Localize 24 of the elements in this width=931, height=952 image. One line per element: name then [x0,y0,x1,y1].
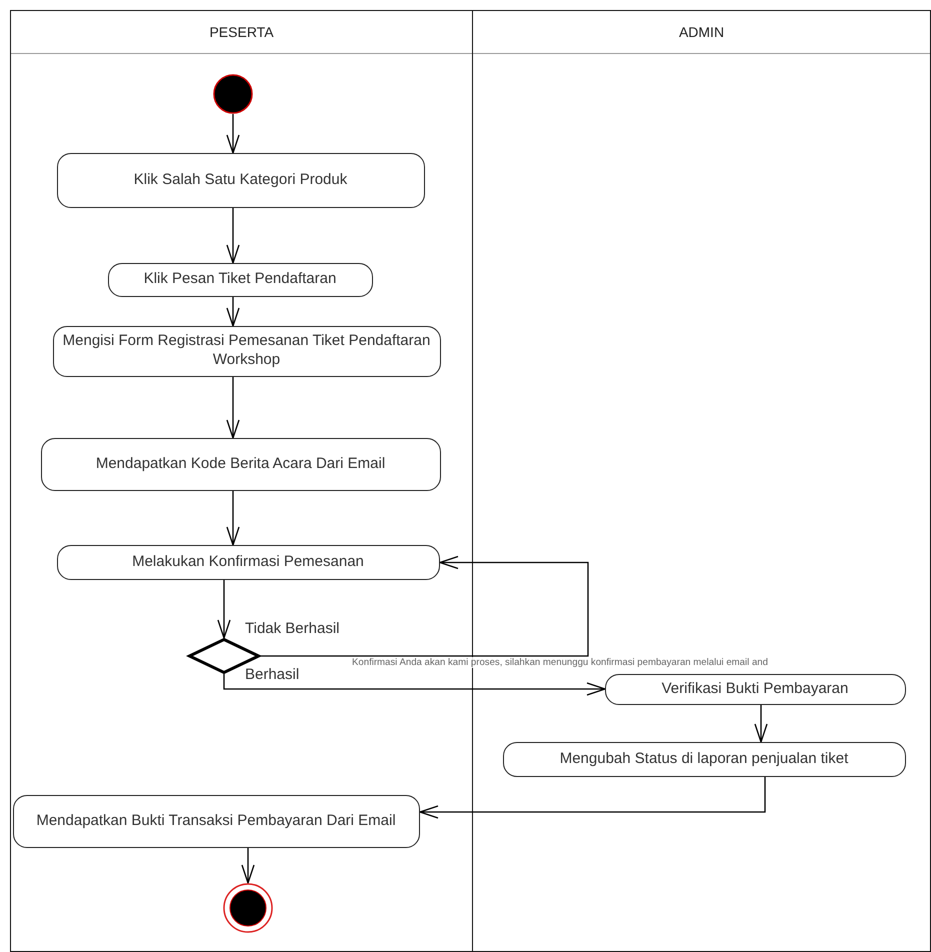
arrow [223,674,606,696]
swimlane [472,10,931,952]
arrow [419,777,766,819]
arrow [226,114,240,154]
action-box: Mengisi Form Registrasi Pemesanan Tiket Pendaftaran Workshop [52,326,440,376]
arrow [754,705,768,743]
action-box: Klik Salah Satu Kategori Produk [56,152,424,208]
action-box: Verifikasi Bukti Pembayaran [604,674,906,704]
lane-title: ADMIN [678,24,724,40]
arrow [226,491,240,546]
action-box: Klik Pesan Tiket Pendaftaran [108,262,372,296]
arrow [226,297,240,327]
lane-title: PESERTA [209,24,274,40]
arrow [226,208,240,264]
action-box: Mendapatkan Kode Berita Acara Dari Email [40,438,440,490]
action-box: Melakukan Konfirmasi Pemesanan [56,544,440,580]
action-box: Mendapatkan Bukti Transaksi Pembayaran Dari Email [12,794,420,848]
swimlane [10,10,473,952]
note-text: Konfirmasi Anda akan kami proses, silahkan menunggu konfirmasi pembayaran melalui email and [352,657,768,668]
arrow [260,556,589,657]
action-box: Mengubah Status di laporan penjualan tiket [502,742,906,776]
arrow [217,580,231,639]
arrow [226,377,240,439]
arrow [241,848,255,884]
